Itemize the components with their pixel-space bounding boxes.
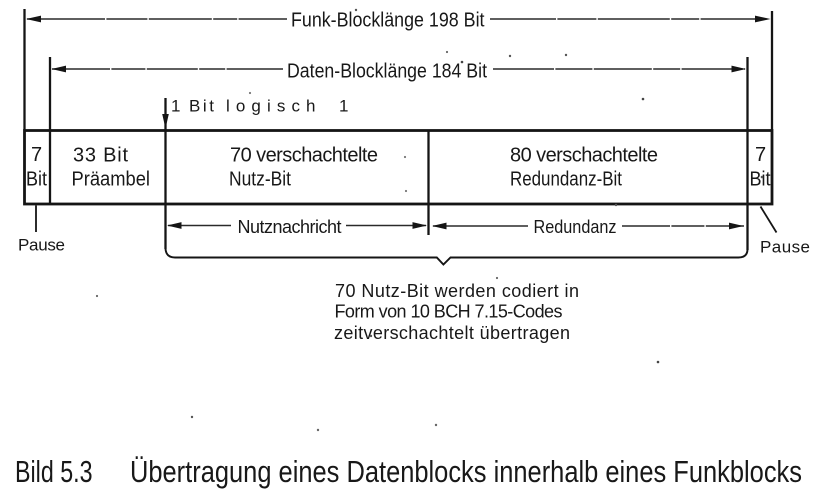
- svg-text:Bit: Bit: [26, 169, 47, 191]
- svg-text:80 verschachtelte: 80 verschachtelte: [510, 145, 658, 167]
- svg-text:Funk-Blocklänge 198 Bit: Funk-Blocklänge 198 Bit: [291, 10, 485, 32]
- svg-text:Übertragung eines Datenblocks: Übertragung eines Datenblocks innerhalb …: [130, 454, 802, 489]
- svg-text:1: 1: [171, 97, 180, 116]
- svg-text:Präambel: Präambel: [72, 169, 151, 191]
- svg-text:70 verschachtelte: 70 verschachtelte: [230, 145, 378, 167]
- svg-text:Daten-Blocklänge 184 Bit: Daten-Blocklänge 184 Bit: [287, 61, 487, 83]
- svg-text:Form von 10 BCH 7.15-Codes: Form von 10 BCH 7.15-Codes: [335, 302, 563, 322]
- svg-text:Bild 5.3: Bild 5.3: [15, 454, 93, 489]
- svg-text:1: 1: [339, 97, 348, 116]
- svg-text:Bit: Bit: [750, 169, 771, 191]
- svg-text:Pause: Pause: [760, 238, 810, 257]
- svg-text:Pause: Pause: [18, 236, 65, 255]
- svg-text:70 Nutz-Bit werden codiert in: 70 Nutz-Bit werden codiert in: [335, 281, 579, 301]
- svg-text:Redundanz-Bit: Redundanz-Bit: [510, 169, 622, 191]
- svg-text:Nutz-Bit: Nutz-Bit: [229, 169, 291, 191]
- svg-text:7: 7: [31, 144, 42, 166]
- svg-text:zeitverschachtelt übertragen: zeitverschachtelt übertragen: [334, 323, 570, 343]
- svg-text:logisch: logisch: [226, 97, 316, 116]
- svg-text:Nutznachricht: Nutznachricht: [238, 217, 342, 237]
- svg-text:33 Bit: 33 Bit: [73, 145, 128, 167]
- svg-text:Redundanz: Redundanz: [534, 217, 617, 237]
- svg-text:7: 7: [755, 144, 766, 166]
- svg-text:Bit: Bit: [189, 97, 214, 116]
